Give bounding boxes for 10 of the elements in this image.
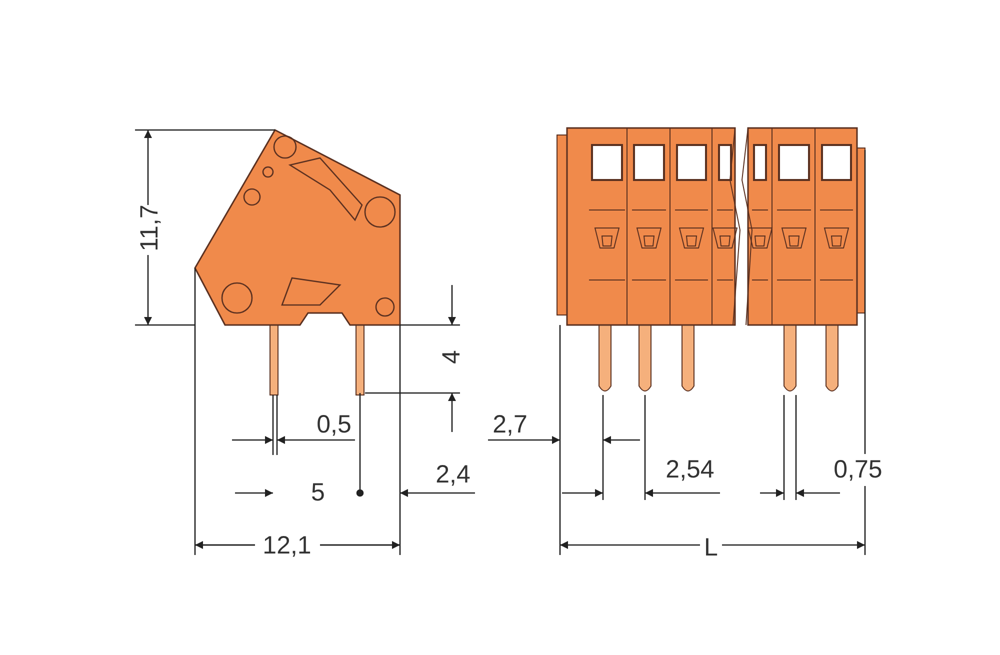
dimension-label: 4 (440, 350, 464, 364)
dimension-label: L (704, 536, 718, 560)
dimension-label: 0,75 (834, 458, 882, 482)
dimension-label: 12,1 (262, 534, 312, 558)
dimension-label: 2,7 (492, 412, 528, 438)
dimension-label: 5 (311, 480, 325, 506)
dimension-label: 11,7 (138, 204, 162, 252)
dimension-label: 0,5 (316, 412, 352, 438)
dimension-label: 2,4 (436, 462, 470, 488)
dimension-label: 2,54 (666, 458, 714, 482)
